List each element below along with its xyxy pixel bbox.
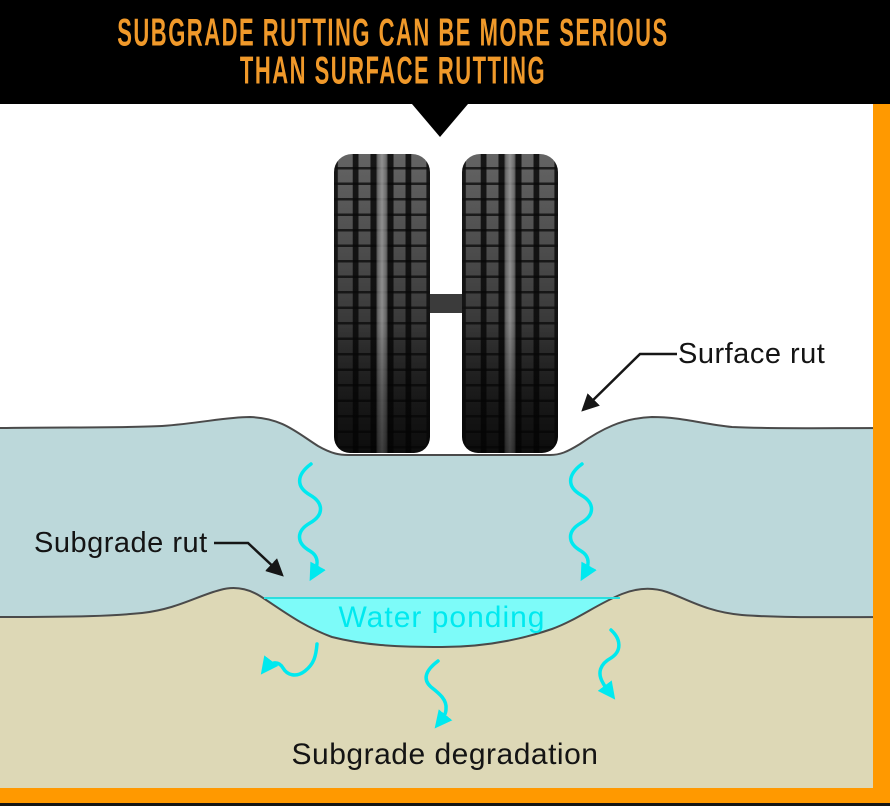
frame-right-strip [873, 104, 890, 806]
cyan-squiggle-arrow-down-icon [568, 462, 597, 582]
subgrade-rut-label: Subgrade rut [34, 527, 208, 559]
water-ponding-label: Water ponding [338, 601, 546, 634]
subgrade-degradation-label: Subgrade degradation [291, 738, 599, 771]
bottom-edge-line [0, 803, 890, 806]
cyan-squiggle-arrow-down-icon [297, 462, 326, 582]
cyan-wavy-arrow-icon [597, 628, 621, 700]
banner-title-line1: SUBGRADE RUTTING CAN BE MORE SERIOUS [117, 10, 669, 54]
triangle-down-icon [412, 104, 468, 137]
black-leader-arrow-icon [581, 352, 677, 412]
subgrade-outline [0, 587, 890, 649]
tire-axle [430, 294, 462, 313]
banner-title-line2: THAN SURFACE RUTTING [239, 48, 547, 92]
tire-left [334, 154, 430, 453]
frame-bottom-strip [0, 788, 890, 806]
surface-rut-label: Surface rut [678, 338, 826, 370]
cyan-wavy-arrow-icon [260, 642, 319, 677]
header-banner: SUBGRADE RUTTING CAN BE MORE SERIOUS THA… [0, 0, 890, 104]
tire-right [462, 154, 558, 453]
black-leader-arrow-icon [214, 541, 284, 577]
cyan-wavy-arrow-icon [424, 659, 453, 729]
pavement-surface-outline [0, 415, 890, 456]
subgrade-layer [0, 588, 890, 806]
